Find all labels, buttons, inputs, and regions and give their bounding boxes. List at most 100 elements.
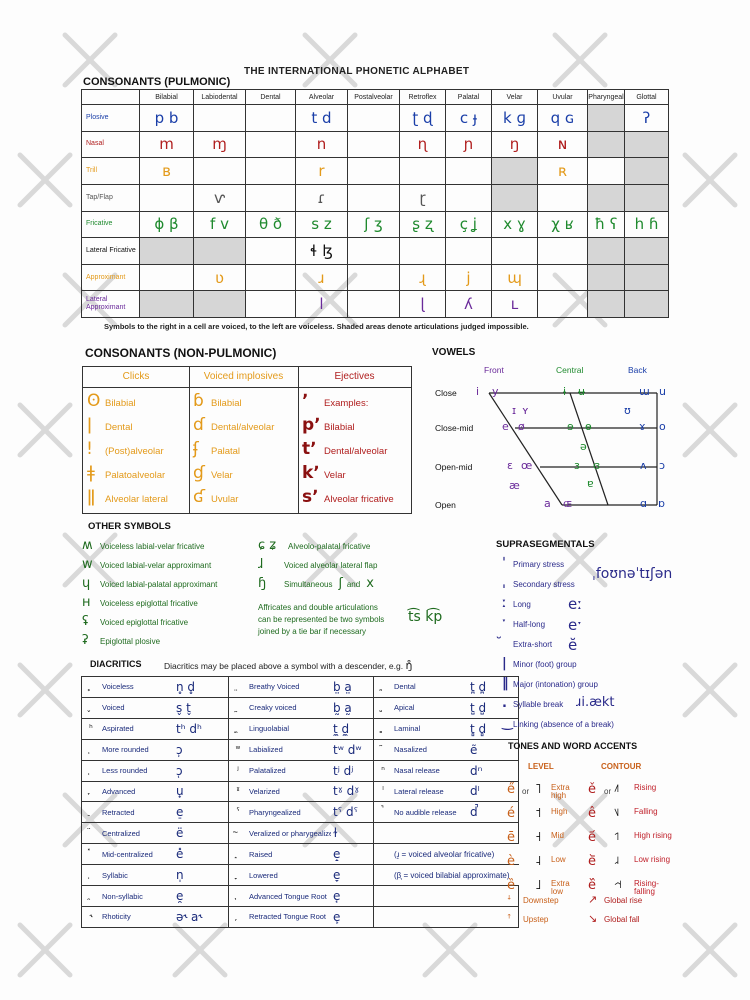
tones-heading: TONES AND WORD ACCENTS	[508, 741, 638, 751]
tone-letter: ˩˨	[614, 854, 620, 867]
other-symbol: w	[82, 557, 93, 572]
ipa-cell	[347, 290, 400, 318]
ipa-cell: q ɢ	[537, 104, 588, 132]
clicks-label: Alveolar lateral	[105, 494, 168, 505]
other-symbol: ɕ ʑ	[258, 538, 277, 553]
ipa-cell	[445, 183, 492, 212]
diacritic-label: Breathy Voiced	[247, 676, 331, 698]
ejectives-label: Bilabial	[324, 422, 355, 433]
diacritic-example: n̥ d̥	[174, 676, 229, 698]
ipa-cell	[139, 263, 194, 292]
row-label: Lateral Approximant	[81, 290, 140, 318]
tone-contour-label: Rising	[634, 783, 657, 792]
supra-label: Major (intonation) group	[513, 680, 598, 689]
diacritic-mark: ̺	[373, 696, 392, 719]
row-label: Nasal	[81, 130, 140, 159]
column-header: Dental	[245, 89, 296, 105]
row-label: Plosive	[81, 104, 140, 132]
clicks-label: (Post)alveolar	[105, 446, 164, 457]
tone-accent-label: Global fall	[604, 915, 640, 924]
ipa-cell	[587, 157, 625, 185]
ipa-cell: ɾ	[295, 183, 348, 212]
ipa-cell	[347, 130, 400, 159]
vowel-symbol: ɜ	[574, 459, 580, 472]
diacritic-mark: ˡ	[373, 780, 392, 803]
ipa-cell: p b	[139, 104, 194, 132]
tone-or: or	[522, 787, 530, 796]
vowel-symbol: i	[476, 385, 480, 398]
diacritics-note-example: ŋ̊	[405, 659, 413, 672]
ipa-cell: c ɟ	[445, 104, 492, 132]
supra-label: Minor (foot) group	[513, 660, 577, 669]
diacritic-example	[468, 905, 519, 929]
implosives-symbol: ʛ	[193, 487, 206, 507]
tone-accent-label: Upstep	[523, 915, 549, 924]
diacritics-heading: DIACRITICS	[90, 659, 142, 669]
ipa-cell	[399, 157, 446, 185]
clicks-label: Bilabial	[105, 398, 136, 409]
watermark-cross	[680, 920, 740, 980]
vowel-symbol: ɛ	[507, 459, 513, 472]
diacritic-example: e̯	[174, 885, 229, 907]
vowel-symbol: ʏ	[522, 404, 529, 417]
supra-heading: SUPRASEGMENTALS	[496, 539, 595, 550]
ipa-cell: l	[295, 290, 348, 318]
ipa-cell	[245, 104, 296, 132]
diacritic-label	[392, 822, 468, 845]
header-divider	[83, 387, 411, 388]
diacritic-mark: ̯	[81, 885, 100, 907]
ipa-cell: ɬ ɮ	[295, 237, 348, 265]
row-label: Approximant	[81, 263, 140, 292]
diacritic-label: Apical	[392, 696, 468, 719]
ipa-cell: ɲ	[445, 130, 492, 159]
supra-symbol: ‿	[502, 716, 513, 731]
vowel-symbol: ɑ	[640, 497, 647, 510]
ipa-cell: m	[139, 130, 194, 159]
diacritic-example: tʲ dʲ	[331, 759, 374, 782]
implosives-symbol: ɓ	[193, 391, 204, 411]
diacritic-example: e̘	[331, 885, 374, 907]
diacritic-mark: ̥	[81, 676, 100, 698]
diacritic-mark: ̞	[228, 864, 247, 887]
diacritic-mark: ̻	[373, 717, 392, 740]
ipa-cell: r	[295, 157, 348, 185]
affricate-text-1: Affricates and double articulations	[258, 603, 378, 612]
ipa-cell: θ ð	[245, 210, 296, 239]
diacritic-label: Nasalized	[392, 738, 468, 761]
vowel-symbol: ɞ	[593, 459, 601, 472]
diacritic-example: n̩	[174, 864, 229, 887]
ipa-cell: ɳ	[399, 130, 446, 159]
watermark-cross	[15, 920, 75, 980]
vowel-column-label: Back	[628, 365, 647, 375]
ejectives-label: Velar	[324, 470, 346, 481]
tone-contour-symbol: e᷈	[588, 878, 596, 893]
diacritic-example: ɔ̜	[174, 759, 229, 782]
diacritic-mark: ̚	[373, 801, 392, 824]
ipa-cell: χ ʁ	[537, 210, 588, 239]
diacritic-example: ɫ	[331, 822, 374, 845]
diacritic-example: tʰ dʰ	[174, 717, 229, 740]
diacritic-label	[392, 885, 468, 907]
diacritic-example: e̞	[331, 864, 374, 887]
supra-label: Syllable break	[513, 700, 564, 709]
vowel-symbol: ʊ	[624, 404, 631, 417]
ipa-cell	[587, 104, 625, 132]
diacritic-label: Nasal release	[392, 759, 468, 782]
clicks-label: Palatoalveolar	[105, 470, 166, 481]
diacritics-note: Diacritics may be placed above a symbol …	[164, 659, 412, 672]
ipa-cell: ɰ	[491, 263, 538, 292]
column-header: Bilabial	[139, 89, 194, 105]
